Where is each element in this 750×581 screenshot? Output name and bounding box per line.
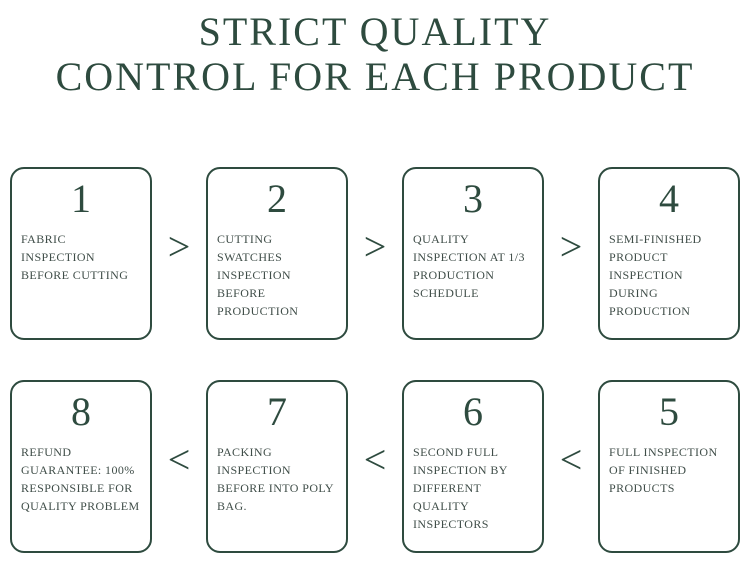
arrow-backward-icon: < xyxy=(363,436,387,482)
arrow-backward-icon: < xyxy=(167,436,191,482)
title-line-2: CONTROL FOR EACH PRODUCT xyxy=(55,53,695,99)
step-box-5: 5 FULL INSPECTION OF FINISHED PRODUCTS xyxy=(598,380,740,553)
step-number: 3 xyxy=(463,176,483,221)
step-number: 4 xyxy=(659,176,679,221)
title-line-1: STRICT QUALITY xyxy=(198,9,552,54)
step-number: 2 xyxy=(267,176,287,221)
step-number: 8 xyxy=(71,389,91,434)
step-description: REFUND GUARANTEE: 100% RESPONSIBLE FOR Q… xyxy=(21,445,140,513)
step-box-4: 4 SEMI-FINISHED PRODUCT INSPECTION DURIN… xyxy=(598,167,740,340)
step-number: 7 xyxy=(267,389,287,434)
step-description: FABRIC INSPECTION BEFORE CUTTING xyxy=(21,232,129,282)
step-number: 6 xyxy=(463,389,483,434)
step-description: PACKING INSPECTION BEFORE INTO POLY BAG. xyxy=(217,445,334,513)
step-description: QUALITY INSPECTION AT 1/3 PRODUCTION SCH… xyxy=(413,232,525,300)
step-description: CUTTING SWATCHES INSPECTION BEFORE PRODU… xyxy=(217,232,299,318)
step-box-6: 6 SECOND FULL INSPECTION BY DIFFERENT QU… xyxy=(402,380,544,553)
process-row-top: 1 FABRIC INSPECTION BEFORE CUTTING > 2 C… xyxy=(10,167,740,340)
step-number: 5 xyxy=(659,389,679,434)
arrow-forward-icon: > xyxy=(167,223,191,269)
step-description: FULL INSPECTION OF FINISHED PRODUCTS xyxy=(609,445,718,495)
step-box-3: 3 QUALITY INSPECTION AT 1/3 PRODUCTION S… xyxy=(402,167,544,340)
step-box-1: 1 FABRIC INSPECTION BEFORE CUTTING xyxy=(10,167,152,340)
step-box-8: 8 REFUND GUARANTEE: 100% RESPONSIBLE FOR… xyxy=(10,380,152,553)
step-number: 1 xyxy=(71,176,91,221)
arrow-forward-icon: > xyxy=(363,223,387,269)
process-row-bottom: 8 REFUND GUARANTEE: 100% RESPONSIBLE FOR… xyxy=(10,380,740,553)
arrow-forward-icon: > xyxy=(559,223,583,269)
step-box-7: 7 PACKING INSPECTION BEFORE INTO POLY BA… xyxy=(206,380,348,553)
page-title: STRICT QUALITY CONTROL FOR EACH PRODUCT xyxy=(0,0,750,100)
step-description: SECOND FULL INSPECTION BY DIFFERENT QUAL… xyxy=(413,445,508,531)
arrow-backward-icon: < xyxy=(559,436,583,482)
step-description: SEMI-FINISHED PRODUCT INSPECTION DURING … xyxy=(609,232,702,318)
step-box-2: 2 CUTTING SWATCHES INSPECTION BEFORE PRO… xyxy=(206,167,348,340)
